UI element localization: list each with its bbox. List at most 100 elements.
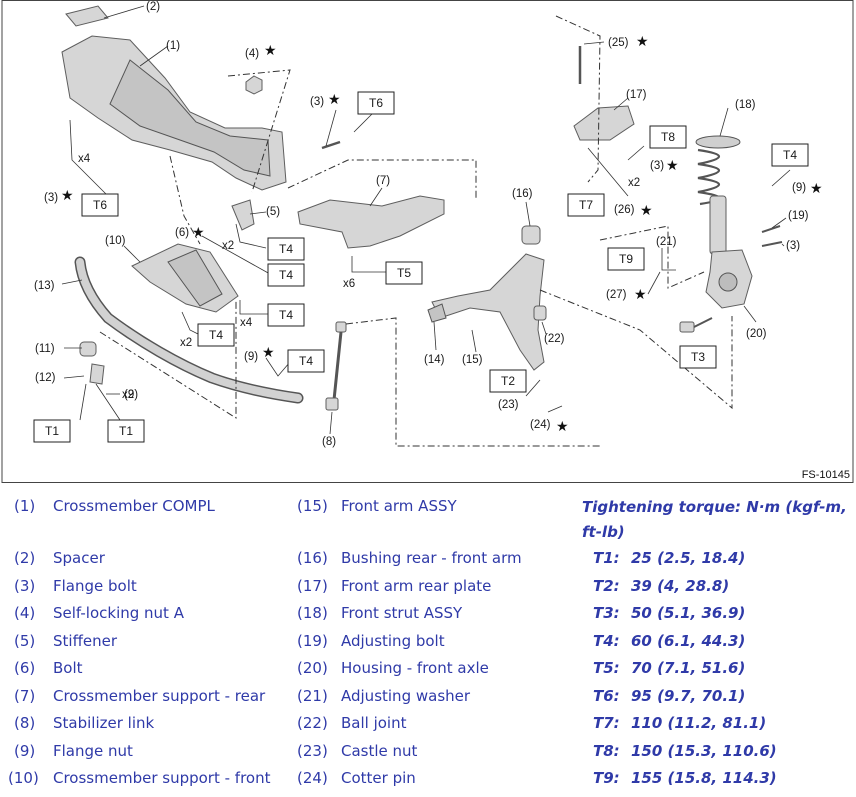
part-callout: (3) [786, 240, 800, 252]
quantity-multiplier: x2 [122, 389, 134, 401]
part-number: (17) [297, 577, 328, 595]
torque-code: T9: [593, 769, 620, 787]
part-name: Cotter pin [341, 769, 416, 787]
part-callout: (12) [35, 372, 56, 384]
part-name: Housing - front axle [341, 659, 489, 677]
part-number: (7) [14, 687, 36, 705]
part-callout: (18) [735, 99, 756, 111]
strut-drawing [695, 135, 741, 255]
rear-support-drawing [297, 195, 445, 249]
part-name: Crossmember support - rear [53, 687, 266, 705]
torque-box: T4 [267, 303, 305, 327]
part-callout: (14) [424, 354, 445, 366]
part-number: (22) [297, 714, 328, 732]
star-markers: ★★★★★★★★★★★ [61, 34, 823, 435]
part-callout: (1) [166, 40, 180, 52]
part-callout: (3) [650, 160, 664, 172]
star-icon: ★ [666, 158, 679, 174]
torque-box: T4 [287, 349, 325, 373]
parts-legend: (1)Crossmember COMPL (2)Spacer (3)Flange… [0, 492, 856, 792]
part-callout: (24) [530, 419, 551, 431]
part-callout: (6) [175, 227, 189, 239]
svg-text:T7: T7 [579, 198, 593, 212]
part-number: (24) [297, 769, 328, 787]
part-name: Adjusting bolt [341, 632, 445, 650]
star-icon: ★ [61, 188, 74, 204]
torque-box: T1 [107, 419, 145, 443]
torque-box: T9 [607, 247, 645, 271]
part-callout: (4) [245, 48, 259, 60]
part-name: Spacer [53, 549, 105, 567]
front-arm-drawing [427, 253, 545, 371]
part-number: (23) [297, 742, 328, 760]
part-number: (21) [297, 687, 328, 705]
torque-code: T2: [593, 577, 620, 595]
quantity-multiplier: x4 [240, 317, 253, 329]
quantity-multiplier: x2 [628, 177, 640, 189]
stabilizer-link-drawing [325, 321, 347, 411]
torque-box: T8 [649, 125, 687, 149]
svg-text:T9: T9 [619, 252, 633, 266]
part-name: Bolt [53, 659, 83, 677]
svg-text:T8: T8 [661, 130, 675, 144]
torque-code: T8: [593, 742, 620, 760]
part-name: Adjusting washer [341, 687, 471, 705]
torque-value: 50 (5.1, 36.9) [631, 604, 746, 622]
part-callout: (7) [376, 175, 390, 187]
star-icon: ★ [192, 225, 205, 241]
star-icon: ★ [262, 345, 275, 361]
part-callout: (25) [608, 37, 629, 49]
svg-text:T5: T5 [397, 266, 411, 280]
torque-code: T7: [593, 714, 620, 732]
part-name: Bushing rear - front arm [341, 549, 522, 567]
part-name: Crossmember COMPL [53, 497, 215, 515]
part-callout: (27) [606, 289, 627, 301]
part-name: Castle nut [341, 742, 418, 760]
part-name: Flange nut [53, 742, 133, 760]
front-support-drawing [131, 243, 239, 313]
part-number: (5) [14, 632, 36, 650]
part-callout: (13) [34, 280, 55, 292]
torque-code: T6: [593, 687, 620, 705]
torque-value: 150 (15.3, 110.6) [631, 742, 777, 760]
bushing-rear-drawing [521, 225, 541, 245]
part-number: (3) [14, 577, 36, 595]
part-callout: (26) [614, 204, 635, 216]
svg-text:T6: T6 [93, 198, 107, 212]
star-icon: ★ [328, 92, 341, 108]
part-callout: (22) [544, 333, 565, 345]
axle-housing-drawing [705, 249, 753, 309]
quantity-multiplier: x4 [78, 153, 91, 165]
torque-code: T5: [593, 659, 620, 677]
part-callout: (15) [462, 354, 483, 366]
svg-text:T4: T4 [299, 354, 313, 368]
torque-box: T6 [81, 193, 119, 217]
torque-box: T4 [197, 323, 235, 347]
part-number: (18) [297, 604, 328, 622]
part-name: Front strut ASSY [341, 604, 463, 622]
rear-plate-drawing [573, 46, 635, 141]
crossmember-drawing [61, 5, 287, 191]
part-callouts: (1)(2)(3)(3)(3)(3)(4)(5)(6)(7)(8)(9)(9)(… [34, 1, 809, 448]
part-callout: (2) [146, 1, 160, 13]
torque-title: Tightening torque: N·m (kgf-m, ft-lb) [582, 498, 847, 541]
assembly-dashed-lines [99, 15, 733, 447]
star-icon: ★ [636, 34, 649, 50]
part-callout: (3) [44, 192, 58, 204]
svg-text:T4: T4 [279, 242, 293, 256]
svg-text:T4: T4 [783, 148, 797, 162]
part-callout: (23) [498, 399, 519, 411]
part-number: (4) [14, 604, 36, 622]
part-callout: (21) [656, 236, 677, 248]
torque-code: T4: [593, 632, 620, 650]
part-callout: (9) [792, 182, 806, 194]
part-number: (19) [297, 632, 328, 650]
torque-box: T4 [267, 237, 305, 261]
part-callout: (16) [512, 188, 533, 200]
quantity-multiplier: x2 [180, 337, 192, 349]
part-number: (6) [14, 659, 36, 677]
torque-value: 70 (7.1, 51.6) [631, 659, 746, 677]
torque-value: 25 (2.5, 18.4) [631, 549, 746, 567]
